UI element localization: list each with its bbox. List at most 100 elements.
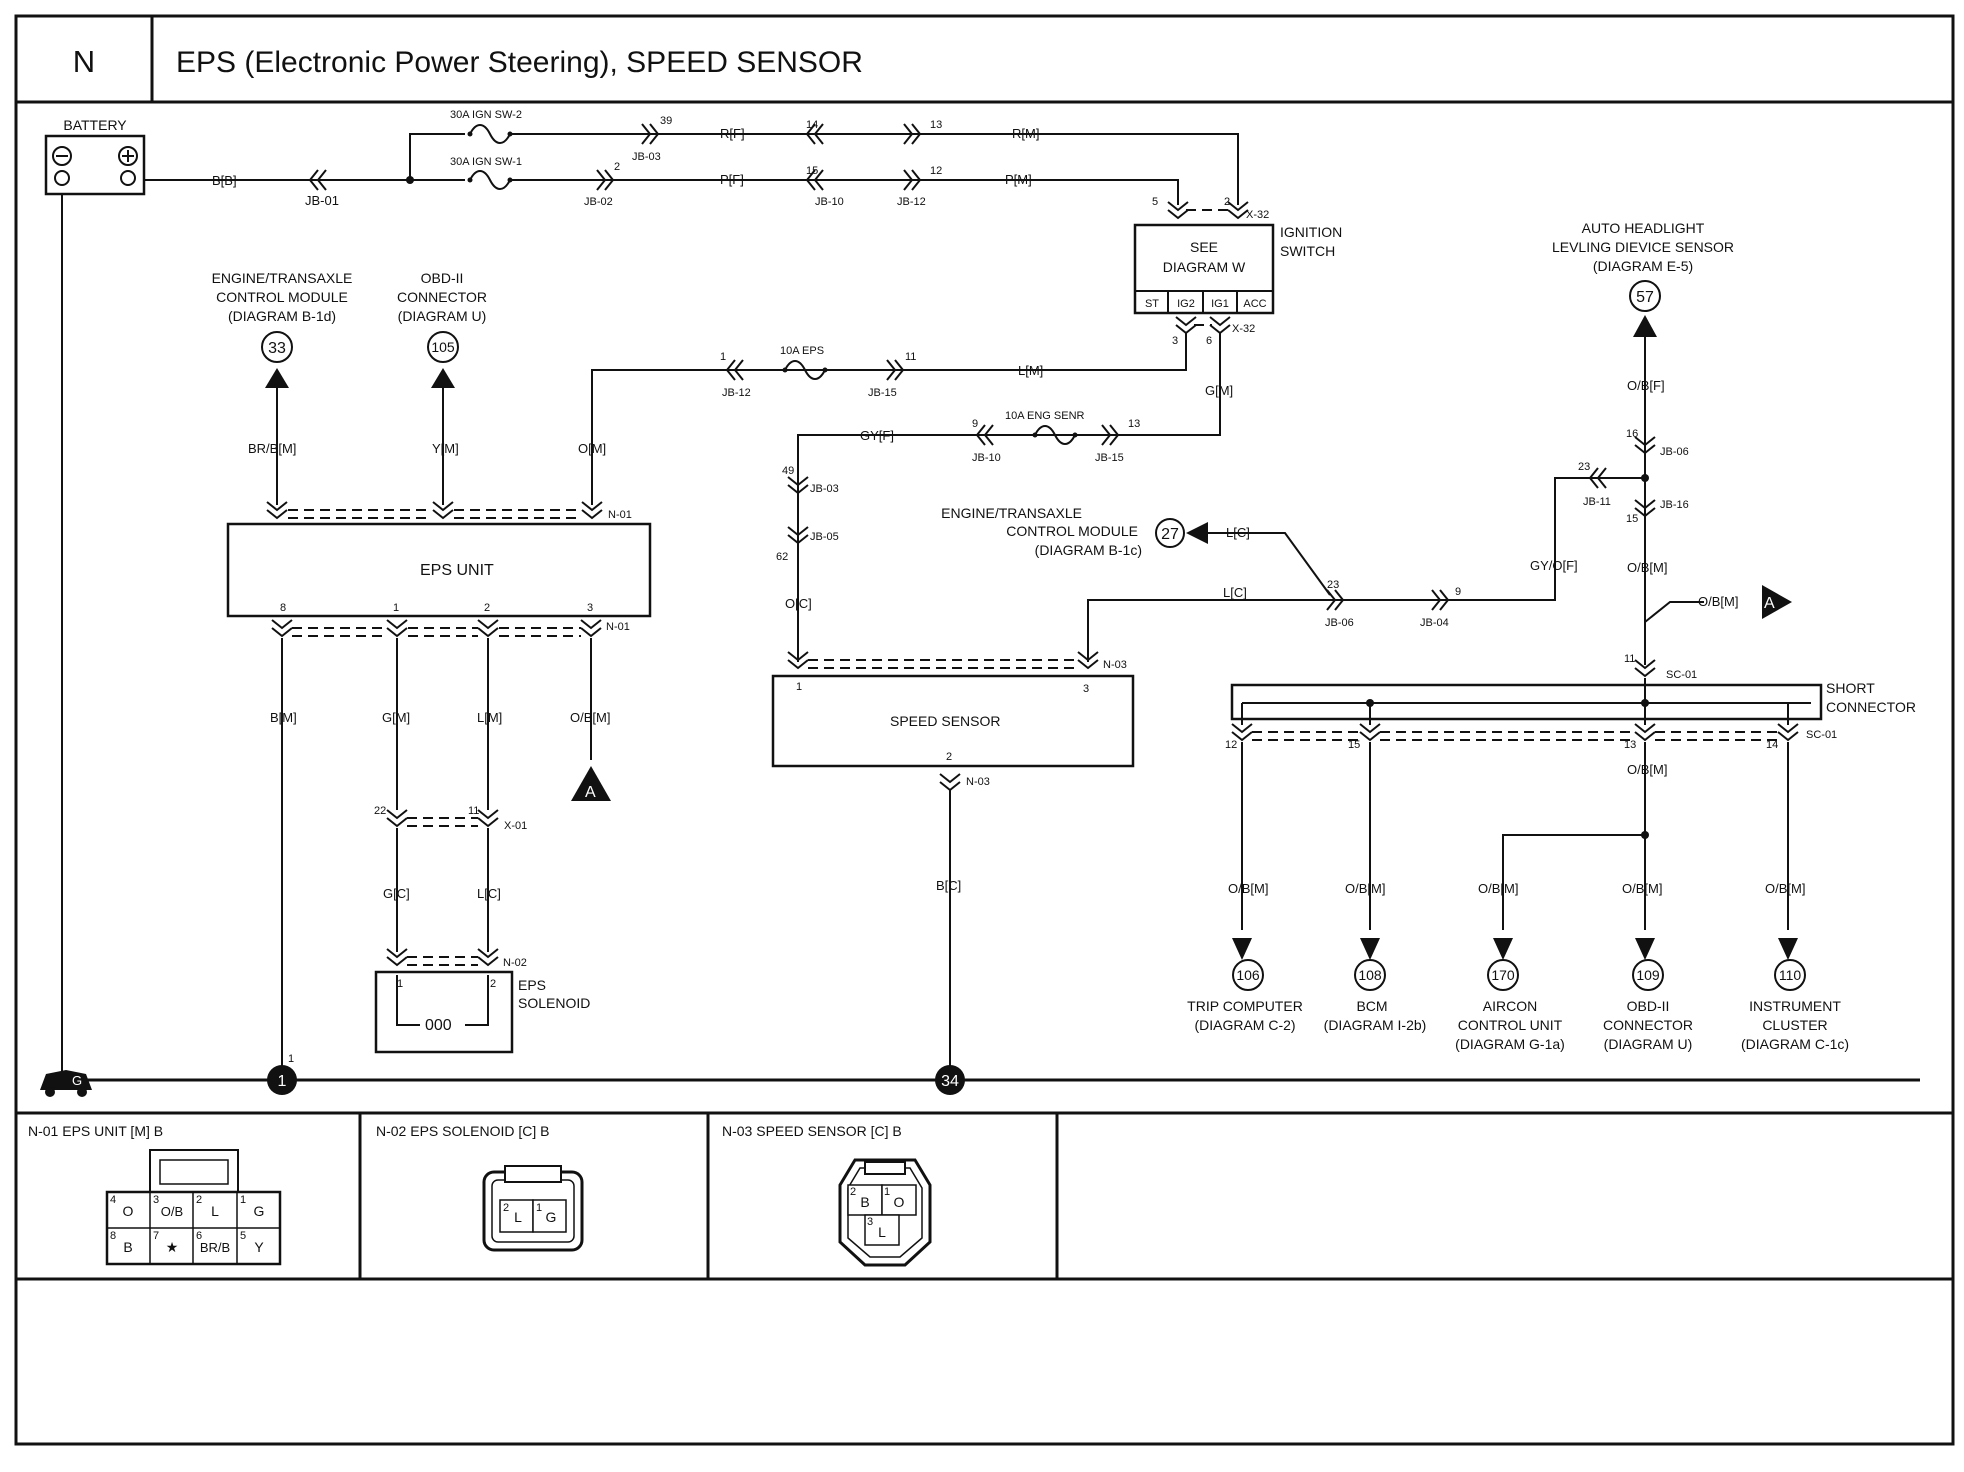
out3-l2: CONNECTOR (1603, 1017, 1693, 1033)
wire-rm-label: R[M] (1012, 126, 1039, 141)
hl-wire-obm: O/B[M] (1627, 560, 1667, 575)
obd-left-l2: CONNECTOR (397, 289, 487, 305)
sol-pin22: 22 (374, 805, 386, 817)
eps-unit-name: EPS UNIT (420, 562, 494, 579)
connector-n02-face (482, 1165, 584, 1252)
sol-wire-lc: L[C] (477, 886, 501, 901)
sc-l1: SHORT (1826, 680, 1875, 696)
ecm-left-l3: (DIAGRAM B-1d) (228, 308, 336, 324)
page-frame (14, 14, 1955, 1446)
sc-l2: CONNECTOR (1826, 699, 1916, 715)
n01-r2c4: Y (254, 1239, 264, 1255)
sol-wire-gc: G[C] (383, 886, 410, 901)
ign-term-ig1: IG1 (1211, 298, 1229, 310)
hl-l1: AUTO HEADLIGHT (1582, 220, 1705, 236)
pin13-label: 13 (930, 119, 942, 131)
jb12-top-label: JB-12 (897, 196, 926, 208)
obd-left-l1: OBD-II (421, 270, 464, 286)
ref-circle-108[interactable] (1354, 959, 1386, 991)
ign2-branch (409, 133, 465, 180)
eps-n01-top: N-01 (608, 509, 632, 521)
ground-point-1[interactable] (267, 1065, 297, 1095)
n01-r1c4-num: 1 (240, 1194, 246, 1206)
eps-fuse-label: 10A EPS (780, 345, 824, 357)
out4-l1: INSTRUMENT (1749, 998, 1841, 1014)
ref-circle-33[interactable] (261, 331, 293, 363)
n03-c3: L (878, 1224, 886, 1240)
jb01-label: JB-01 (305, 193, 339, 208)
ss-pin2: 2 (946, 751, 952, 763)
eps-bot-pin8: 8 (280, 602, 286, 614)
ign-pin2: 2 (1224, 196, 1230, 208)
ign-x32-top: X-32 (1246, 209, 1269, 221)
ecm-right-lc2: L[C] (1223, 585, 1247, 600)
ign-x32-bot: X-32 (1232, 323, 1255, 335)
hl-l3: (DIAGRAM E-5) (1593, 258, 1693, 274)
hl-wire-obm-a: O/B[M] (1698, 594, 1738, 609)
ground-pin1: 1 (288, 1053, 294, 1065)
ign-label2: SWITCH (1280, 243, 1335, 259)
ign-see: SEE (1190, 239, 1218, 255)
ecm-right-jb04: JB-04 (1420, 617, 1449, 629)
ign-diagram: DIAGRAM W (1163, 259, 1246, 275)
chassis-ground-icon (40, 1070, 92, 1097)
ref-circle-57[interactable] (1629, 280, 1661, 312)
ign-label1: IGNITION (1280, 224, 1342, 240)
n01-r1c2-num: 3 (153, 1194, 159, 1206)
n01-r2c1: B (123, 1239, 132, 1255)
n03-c2-num: 1 (884, 1186, 890, 1198)
wire-bb-label: B[B] (212, 173, 237, 188)
ref-circle-105[interactable] (427, 331, 459, 363)
ecm-right-pin23: 23 (1327, 579, 1339, 591)
ss-name: SPEED SENSOR (890, 713, 1000, 729)
hl-jb11: JB-11 (1583, 496, 1611, 508)
ref-circle-110[interactable] (1774, 959, 1806, 991)
ground-point-34[interactable] (935, 1065, 965, 1095)
hl-pin23: 23 (1578, 461, 1590, 473)
ref-num-108: 108 (1358, 967, 1382, 983)
eng-feed-jb15: JB-15 (1095, 452, 1124, 464)
ref-num-106: 106 (1236, 967, 1260, 983)
sol-x01: X-01 (504, 820, 527, 832)
eps-bot-pin3: 3 (587, 602, 593, 614)
ign-term-st: ST (1145, 298, 1159, 310)
eng-feed-pin49: 49 (782, 465, 794, 477)
ground-g34: 34 (941, 1073, 959, 1090)
eps-feed-pin11: 11 (905, 351, 916, 363)
ecm-left-wire: BR/B[M] (248, 441, 296, 456)
ignition-switch (1133, 223, 1275, 315)
n03-c2: O (894, 1194, 905, 1210)
ref-circle-170[interactable] (1487, 959, 1519, 991)
eng-feed-pin62: 62 (776, 551, 788, 563)
sc-sc01: SC-01 (1806, 729, 1837, 741)
connector-a-right[interactable] (1762, 585, 1792, 619)
ref-circle-27[interactable] (1155, 518, 1185, 548)
n01-r1c2: O/B (161, 1204, 183, 1219)
n01-r1c1-num: 4 (110, 1194, 116, 1206)
eps-bot-pin2: 2 (484, 602, 490, 614)
page-title: EPS (Electronic Power Steering), SPEED S… (176, 46, 863, 79)
ref-circle-106[interactable] (1232, 959, 1264, 991)
out1-wire: O/B[M] (1345, 881, 1385, 896)
out4-wire: O/B[M] (1765, 881, 1805, 896)
obd-left-l3: (DIAGRAM U) (398, 308, 487, 324)
ign-pin3: 3 (1172, 335, 1178, 347)
connector-a-left[interactable] (571, 766, 611, 801)
n01-r1c4: G (254, 1203, 265, 1219)
ref-num-33: 33 (268, 340, 286, 357)
n03-c3-num: 3 (867, 1216, 873, 1228)
eng-feed-jb10: JB-10 (972, 452, 1001, 464)
out4-l3: (DIAGRAM C-1c) (1741, 1036, 1849, 1052)
conn-a-left-label: A (585, 784, 596, 801)
wire-pf-label: P[F] (720, 172, 744, 187)
ref-circle-109[interactable] (1632, 959, 1664, 991)
eps-unit-box (226, 522, 652, 618)
sc-pin15: 15 (1348, 739, 1360, 751)
wire-rf-label: R[F] (720, 126, 745, 141)
pin12-label: 12 (930, 165, 942, 177)
eng-feed-pin9: 9 (972, 418, 978, 430)
eps-n01-bot: N-01 (606, 621, 630, 633)
pin2-top-label: 2 (614, 161, 620, 173)
ss-n03-top: N-03 (1103, 659, 1127, 671)
